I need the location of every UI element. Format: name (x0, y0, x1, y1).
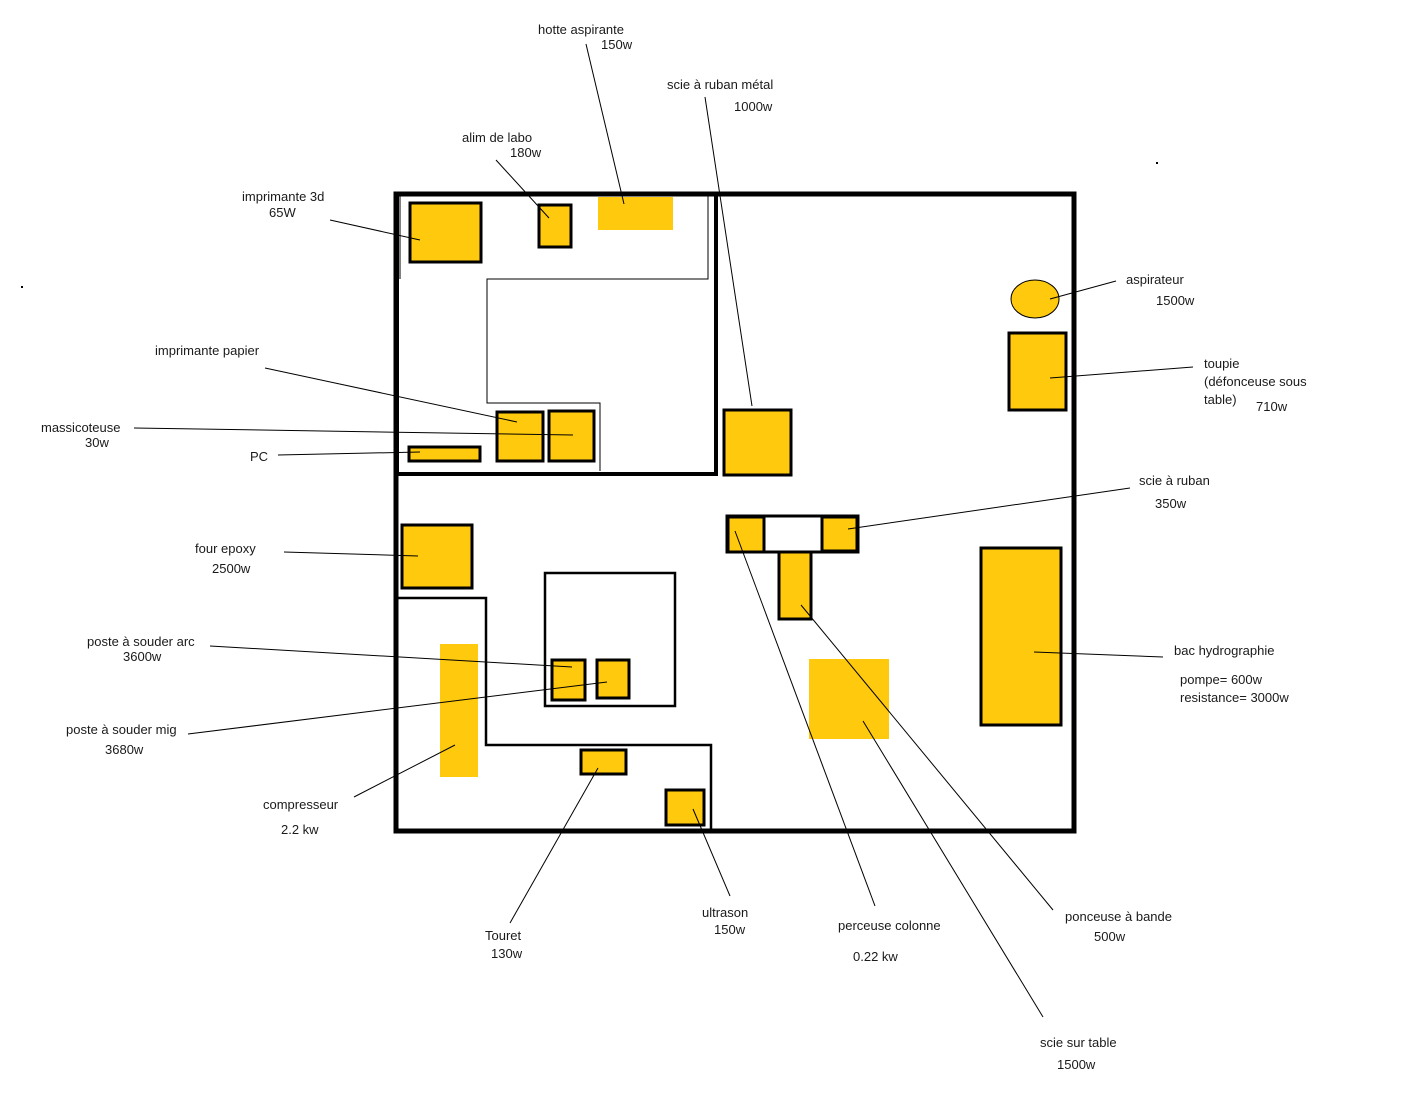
pc-box[interactable] (407, 445, 482, 463)
leader-line (509, 767, 599, 924)
label-imprimante3d-power: 65W (269, 205, 296, 220)
imprimante-3d-box[interactable] (408, 201, 483, 264)
label-alim-power: 180w (510, 145, 542, 160)
touret-box[interactable] (579, 748, 628, 776)
massicoteuse-box[interactable] (547, 409, 596, 463)
label-scie-table-name: scie sur table (1040, 1035, 1117, 1050)
leader-line (847, 487, 1131, 530)
leader-line (187, 681, 608, 735)
leader-line (1033, 651, 1164, 658)
label-scie-ruban-power: 350w (1155, 496, 1187, 511)
label-bac-pompe: pompe= 600w (1180, 672, 1263, 687)
label-bac-name: bac hydrographie (1174, 643, 1274, 658)
leader-line (277, 451, 421, 456)
imprimante-papier-box[interactable] (495, 410, 545, 463)
label-ponceuse-name: ponceuse à bande (1065, 909, 1172, 924)
leader-line (133, 427, 574, 436)
label-massicoteuse-name: massicoteuse (41, 420, 120, 435)
label-scie-table-power: 1500w (1057, 1057, 1096, 1072)
leader-line (1049, 366, 1194, 379)
label-mig-power: 3680w (105, 742, 144, 757)
label-touret-power: 130w (491, 946, 523, 961)
label-bac-resistance: resistance= 3000w (1180, 690, 1289, 705)
office-room-wall (395, 192, 718, 476)
outer-wall (393, 191, 1077, 834)
leader-line (329, 219, 421, 241)
label-toupie-power: 710w (1256, 399, 1288, 414)
ponceuse-box[interactable] (777, 550, 813, 621)
scie-ruban-box-right[interactable] (820, 515, 859, 553)
bac-hydrographie-box[interactable] (979, 546, 1063, 727)
label-toupie-name-1: toupie (1204, 356, 1239, 371)
label-ultrason-power: 150w (714, 922, 746, 937)
leader-line (862, 720, 1044, 1018)
label-ultrason-name: ultrason (702, 905, 748, 920)
leader-line (283, 551, 419, 557)
leader-line (264, 367, 518, 423)
ultrason-box[interactable] (664, 788, 706, 827)
scie-ruban-metal-box[interactable] (722, 408, 793, 477)
leader-line (353, 744, 456, 798)
label-perceuse-power: 0.22 kw (853, 949, 898, 964)
leader-lines (133, 43, 1194, 1018)
label-toupie-name-3: table) (1204, 392, 1237, 407)
stray-dot (21, 286, 23, 288)
label-hotte-power: 150w (601, 37, 633, 52)
label-hotte-name: hotte aspirante (538, 22, 624, 37)
stray-dot (1156, 162, 1158, 164)
leader-line (692, 808, 731, 897)
leader-line (1049, 280, 1117, 300)
label-scie-ruban-name: scie à ruban (1139, 473, 1210, 488)
label-ponceuse-power: 500w (1094, 929, 1126, 944)
compresseur-box[interactable] (440, 644, 478, 777)
label-scie-metal-name: scie à ruban métal (667, 77, 773, 92)
scie-ruban-box-left[interactable] (726, 515, 766, 554)
label-four-name: four epoxy (195, 541, 256, 556)
four-epoxy-box[interactable] (400, 523, 474, 590)
label-aspirateur-power: 1500w (1156, 293, 1195, 308)
hotte-box[interactable] (598, 197, 673, 230)
poste-mig-box[interactable] (595, 658, 631, 700)
label-pc-name: PC (250, 449, 268, 464)
label-arc-name: poste à souder arc (87, 634, 195, 649)
leader-line (800, 604, 1054, 911)
label-mig-name: poste à souder mig (66, 722, 177, 737)
label-imprimante3d-name: imprimante 3d (242, 189, 324, 204)
workbench-partition (398, 596, 713, 831)
label-aspirateur-name: aspirateur (1126, 272, 1184, 287)
label-compresseur-name: compresseur (263, 797, 339, 812)
label-compresseur-power: 2.2 kw (281, 822, 319, 837)
aspirateur-shape[interactable] (1010, 279, 1060, 319)
welding-table (543, 571, 677, 708)
alim-labo-box[interactable] (537, 203, 573, 249)
scie-table-box[interactable] (809, 659, 889, 739)
label-massicoteuse-power: 30w (85, 435, 109, 450)
leader-line (734, 530, 876, 907)
label-toupie-name-2: (défonceuse sous (1204, 374, 1307, 389)
leader-line (495, 159, 550, 219)
label-perceuse-name: perceuse colonne (838, 918, 941, 933)
label-scie-metal-power: 1000w (734, 99, 773, 114)
label-arc-power: 3600w (123, 649, 162, 664)
leader-line (209, 645, 573, 668)
office-partition (399, 195, 709, 471)
toupie-box[interactable] (1007, 331, 1068, 412)
label-imprimante-papier-name: imprimante papier (155, 343, 260, 358)
leader-line (704, 96, 753, 407)
label-four-power: 2500w (212, 561, 251, 576)
leader-line (585, 43, 625, 205)
label-touret-name: Touret (485, 928, 522, 943)
label-alim-name: alim de labo (462, 130, 532, 145)
